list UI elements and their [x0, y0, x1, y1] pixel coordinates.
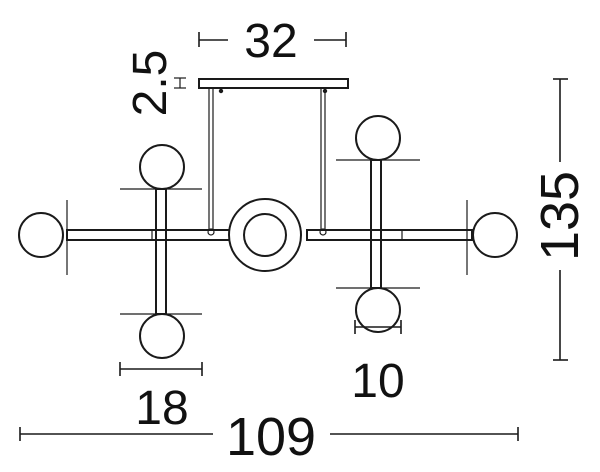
- suspension-rods: [207, 88, 327, 236]
- dimension-canopy-height: 2.5: [124, 50, 186, 117]
- globe-left-end: [18, 212, 64, 258]
- globe-left-bottom: [139, 313, 185, 359]
- dimension-total-width: 109: [19, 407, 519, 467]
- left-vertical-arm: [120, 188, 202, 315]
- dimension-total-width-label: 109: [226, 407, 316, 467]
- globe-right-top: [355, 115, 401, 161]
- globe-right-end: [472, 212, 518, 258]
- dimension-top-width-label: 32: [244, 15, 297, 68]
- dimension-globe-diameter: 10: [351, 320, 405, 408]
- end-brackets: [66, 200, 468, 275]
- globes: [18, 115, 518, 359]
- dimension-top-width: 32: [198, 15, 347, 68]
- dimension-total-height-label: 135: [530, 171, 590, 261]
- canopy: [198, 78, 349, 94]
- dimension-globe-diameter-label: 10: [351, 355, 404, 408]
- dimension-arm-spacing-label: 18: [135, 382, 188, 435]
- dimension-arm-spacing: 18: [119, 362, 203, 435]
- right-vertical-arm: [336, 159, 420, 289]
- dimension-total-height: 135: [530, 78, 590, 361]
- globe-right-bottom: [355, 287, 401, 333]
- dimension-canopy-height-label: 2.5: [124, 50, 177, 117]
- center-ring: [228, 198, 302, 272]
- globe-left-top: [139, 144, 185, 190]
